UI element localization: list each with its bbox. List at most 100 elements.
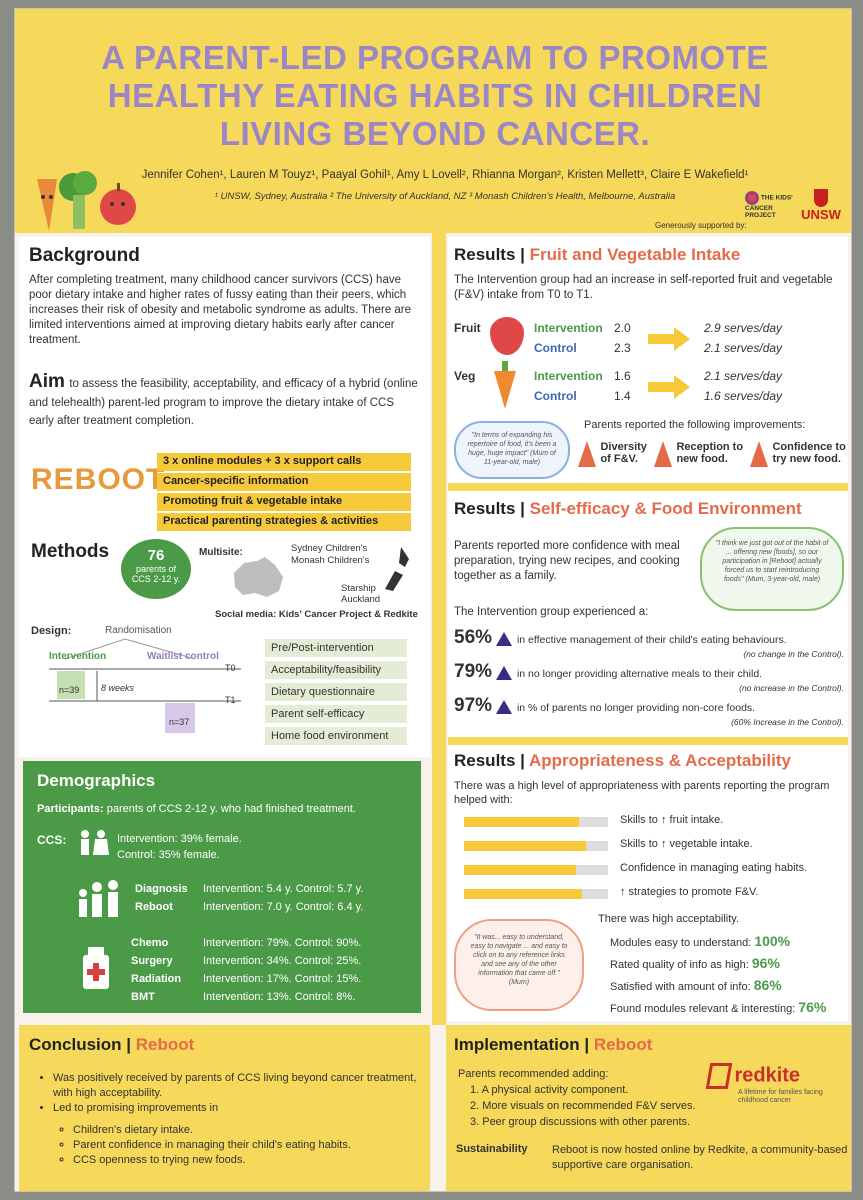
up-arrow-icon xyxy=(496,631,513,646)
se-stat-1: 56% in effective management of their chi… xyxy=(454,627,844,659)
measure-2: Acceptability/feasibility xyxy=(265,661,407,679)
up-arrow-icon-2 xyxy=(496,665,513,680)
n2-label: n=37 xyxy=(169,717,190,727)
poster: A PARENT-LED PROGRAM TO PROMOTE HEALTHY … xyxy=(14,8,852,1192)
randomisation-label: Randomisation xyxy=(105,625,172,636)
conclusion-list: Was positively received by parents of CC… xyxy=(53,1071,423,1116)
reboot-tag-1: 3 x online modules + 3 x support calls xyxy=(157,453,411,471)
aa-stat-4: Found modules relevant & interesting: 76… xyxy=(610,999,826,1015)
weeks-label: 8 weeks xyxy=(101,683,135,693)
impl-title: Implementation | Reboot xyxy=(454,1035,653,1054)
conclusion-panel: Conclusion | Reboot Was positively recei… xyxy=(19,1025,430,1191)
demographics-title: Demographics xyxy=(37,771,156,790)
circle-number: 76 xyxy=(147,547,165,564)
aim-title: Aim xyxy=(29,371,65,392)
bmt-value: Intervention: 13%. Control: 8%. xyxy=(203,991,356,1003)
fv-row-3-group: Intervention xyxy=(534,369,603,383)
impl-lead: Parents recommended adding: xyxy=(458,1068,609,1080)
se-stat-2-text: in no longer providing alternative meals… xyxy=(516,668,763,680)
aa-bar-2 xyxy=(464,841,587,851)
aim-block: Aim to assess the feasibility, acceptabi… xyxy=(29,371,421,429)
se-stat-3-pct: 97% xyxy=(454,695,493,716)
n1-label: n=39 xyxy=(59,685,80,695)
improvement-3: Confidence to try new food. xyxy=(750,441,848,467)
participants-line: Participants: parents of CCS 2-12 y. who… xyxy=(37,803,413,815)
aa-quote: "It was... easy to understand, easy to n… xyxy=(454,919,584,1011)
logo1-text: THE KIDS' CANCER PROJECT xyxy=(745,194,793,219)
fv-row-3-t0: 1.6 xyxy=(614,369,631,383)
reboot-tag-2: Cancer-specific information xyxy=(157,473,411,491)
se-stat-2-pct: 79% xyxy=(454,661,493,682)
conclusion-b1: Was positively received by parents of CC… xyxy=(53,1071,423,1101)
authors: Jennifer Cohen¹, Lauren M Touyz¹, Paayal… xyxy=(141,169,749,181)
left-column: Background After completing treatment, m… xyxy=(19,237,430,757)
aa-bar-4 xyxy=(464,889,583,899)
ccs-intervention: Intervention: 39% female. xyxy=(117,833,242,845)
circle-text: parents of CCS 2-12 y. xyxy=(131,564,181,584)
implementation-panel: Implementation | Reboot Parents recommen… xyxy=(446,1025,851,1191)
participants-label: Participants: xyxy=(37,803,104,815)
aa-bar-label-1: Skills to ↑ fruit intake. xyxy=(620,814,724,826)
fv-title: Results | Fruit and Vegetable Intake xyxy=(454,245,741,264)
reboot-age-value: Intervention: 7.0 y. Control: 6.4 y. xyxy=(203,901,364,913)
veggie-characters-icon xyxy=(37,171,136,231)
fruit-label: Fruit xyxy=(454,321,481,335)
divider-1 xyxy=(448,483,848,491)
nz-site: Starship Auckland xyxy=(341,583,381,605)
aa-stat-4-value: 76% xyxy=(798,999,827,1015)
improvements-lead: Parents reported the following improveme… xyxy=(584,419,806,431)
fv-row-2-t1: 2.1 serves/day xyxy=(704,341,783,355)
conclusion-title: Conclusion | Reboot xyxy=(29,1035,195,1054)
up-arrow-red-icon-3 xyxy=(750,441,768,467)
aa-title: Results | Appropriateness & Acceptabilit… xyxy=(454,751,791,770)
reboot-tag-3: Promoting fruit & vegetable intake xyxy=(157,493,411,511)
aa-stat-1: Modules easy to understand: 100% xyxy=(610,933,790,949)
background-text: After completing treatment, many childho… xyxy=(29,274,412,346)
right-column: Results | Fruit and Vegetable Intake The… xyxy=(448,237,848,1021)
fv-row-1-t1: 2.9 serves/day xyxy=(704,321,783,335)
ccs-control: Control: 35% female. xyxy=(117,849,220,861)
nz-map-icon xyxy=(385,547,409,591)
aa-bar-3 xyxy=(464,865,577,875)
aa-stat-1-value: 100% xyxy=(754,933,791,949)
aa-stat-3: Satisfied with amount of info: 86% xyxy=(610,977,782,993)
fv-row-4-t1: 1.6 serves/day xyxy=(704,389,783,403)
impl-title-main: Implementation xyxy=(454,1035,580,1054)
impl-item-3: 3. Peer group discussions with other par… xyxy=(470,1116,691,1128)
conclusion-sub-1: Children's dietary intake. xyxy=(73,1123,423,1138)
poster-title: A PARENT-LED PROGRAM TO PROMOTE HEALTHY … xyxy=(101,39,769,152)
participants-text: parents of CCS 2-12 y. who had finished … xyxy=(106,803,356,815)
arrow-right-icon xyxy=(648,327,690,351)
logo-flower-icon xyxy=(745,191,759,205)
improvement-3-text: Confidence to try new food. xyxy=(772,441,846,465)
fv-row-4-group: Control xyxy=(534,389,577,403)
aa-bar-label-3: Confidence in managing eating habits. xyxy=(620,862,808,874)
aa-bar-1 xyxy=(464,817,580,827)
demographics-panel: Demographics Participants: parents of CC… xyxy=(23,761,421,1013)
carrot-icon xyxy=(494,361,516,409)
children-icon xyxy=(81,830,109,855)
aa-accept: There was high acceptability. xyxy=(598,913,740,925)
surgery-value: Intervention: 34%. Control: 25%. xyxy=(203,955,362,967)
se-stat-1-note: (no change in the Control). xyxy=(743,649,844,659)
se-stat-2: 79% in no longer providing alternative m… xyxy=(454,661,844,693)
measure-5: Home food environment xyxy=(265,727,407,745)
se-lead: The Intervention group experienced a: xyxy=(454,606,649,618)
social-media: Social media: Kids' Cancer Project & Red… xyxy=(215,609,418,620)
redkite-sub: A lifetime for families facing childhood… xyxy=(738,1089,823,1104)
fv-row-4-t0: 1.4 xyxy=(614,389,631,403)
design-label: Design: xyxy=(31,625,72,637)
se-title: Results | Self-efficacy & Food Environme… xyxy=(454,499,802,518)
aa-stat-3-label: Satisfied with amount of info: xyxy=(610,981,751,993)
conclusion-b2: Led to promising improvements in xyxy=(53,1101,423,1116)
se-title-main: Results xyxy=(454,499,516,518)
supported-by: Generously supported by: xyxy=(655,221,747,230)
logo2-text: UNSW xyxy=(801,207,841,222)
divider-2 xyxy=(448,737,848,745)
affiliations: ¹ UNSW, Sydney, Australia ² The Universi… xyxy=(214,191,676,202)
se-intro: Parents reported more confidence with me… xyxy=(454,540,680,582)
up-arrow-red-icon-2 xyxy=(654,441,672,467)
kite-icon xyxy=(705,1063,733,1089)
measure-1: Pre/Post-intervention xyxy=(265,639,407,657)
aa-stat-2-value: 96% xyxy=(751,955,780,971)
